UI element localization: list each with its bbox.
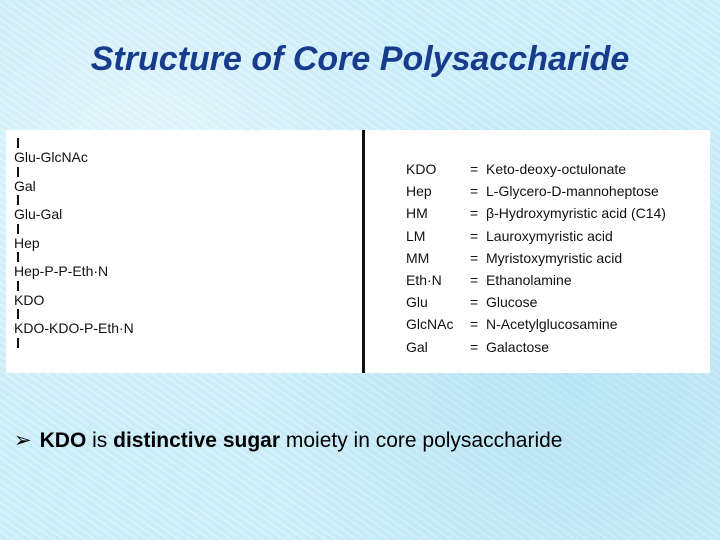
legend-meaning: L-Glycero-D-mannoheptose: [486, 183, 659, 200]
legend-equals: =: [470, 183, 479, 200]
legend-abbr: MM: [406, 249, 430, 266]
legend-abbr: HM: [406, 205, 428, 222]
legend-equals: =: [470, 161, 479, 177]
chain-unit: KDO-KDO-P-Eth·N: [14, 320, 134, 336]
bond-line: [17, 195, 19, 205]
legend-equals: =: [470, 249, 479, 266]
legend-abbr: Eth·N: [406, 271, 442, 288]
figure-divider: [362, 130, 365, 373]
chain-unit: Gal: [14, 177, 36, 194]
legend-row: Eth·N = Ethanolamine: [406, 272, 706, 294]
bond-line: [17, 138, 19, 148]
chain-unit: Hep-P-P-Eth·N: [14, 263, 109, 279]
legend-equals: =: [470, 271, 479, 288]
legend-equals: =: [470, 338, 479, 355]
bullet-point: ➢ KDO is distinctive sugar moiety in core…: [14, 428, 714, 453]
legend-row: KDO = Keto-deoxy-octulonate: [406, 161, 706, 183]
core-polysaccharide-figure: Glu-GlcNAc Gal Glu-Gal Hep Hep-P-P-Eth·N…: [6, 130, 710, 373]
legend-abbr: KDO: [406, 161, 437, 177]
legend-row: Gal = Galactose: [406, 339, 706, 361]
legend-row: LM = Lauroxymyristic acid: [406, 228, 706, 250]
chain-unit: KDO: [14, 291, 45, 308]
bond-line: [17, 252, 19, 262]
arrow-bullet-icon: ➢: [14, 429, 32, 452]
bond-line: [17, 309, 19, 319]
legend-row: GlcNAc = N-Acetylglucosamine: [406, 316, 706, 338]
chain-row: [14, 337, 354, 367]
legend-abbr: Glu: [406, 294, 428, 311]
sugar-chain-diagram: Glu-GlcNAc Gal Glu-Gal Hep Hep-P-P-Eth·N…: [14, 138, 354, 366]
legend-equals: =: [470, 294, 479, 311]
legend-row: Glu = Glucose: [406, 294, 706, 316]
chain-row: Gal: [14, 166, 354, 196]
legend-meaning: β-Hydroxymyristic acid (C14): [486, 205, 666, 222]
bond-line: [17, 337, 19, 348]
chain-unit: Glu-Gal: [14, 206, 63, 222]
bullet-text: is: [86, 429, 114, 452]
legend-equals: =: [470, 227, 479, 244]
bullet-keyword-kdo: KDO: [39, 429, 87, 452]
legend-row: HM = β-Hydroxymyristic acid (C14): [406, 205, 706, 227]
legend-abbr: Hep: [406, 183, 432, 200]
chain-unit: Glu-GlcNAc: [14, 149, 88, 165]
legend-abbr: Gal: [406, 338, 428, 355]
legend-meaning: Galactose: [486, 338, 550, 355]
bond-line: [17, 223, 19, 234]
legend-meaning: Keto-deoxy-octulonate: [486, 161, 627, 177]
legend-equals: =: [470, 205, 479, 222]
legend-meaning: N-Acetylglucosamine: [486, 316, 618, 333]
chain-row: KDO-KDO-P-Eth·N: [14, 309, 354, 338]
legend-equals: =: [470, 316, 479, 333]
bullet-text-end: moiety in core polysaccharide: [280, 429, 563, 452]
chain-row: KDO: [14, 280, 354, 310]
legend-abbr: LM: [406, 227, 426, 244]
bullet-keyword-sugar: distinctive sugar: [113, 429, 281, 452]
slide-title: Structure of Core Polysaccharide: [90, 40, 630, 78]
abbreviation-legend: KDO = Keto-deoxy-octulonate Hep = L-Glycero-…: [406, 161, 706, 361]
legend-meaning: Lauroxymyristic acid: [486, 227, 613, 244]
bond-line: [17, 166, 19, 177]
chain-row: Hep: [14, 223, 354, 253]
legend-meaning: Glucose: [486, 294, 538, 311]
legend-row: MM = Myristoxymyristic acid: [406, 250, 706, 272]
chain-row: Glu-Gal: [14, 195, 354, 224]
bond-line: [17, 280, 19, 291]
chain-row: Hep-P-P-Eth·N: [14, 252, 354, 281]
chain-unit: Hep: [14, 234, 40, 251]
legend-row: Hep = L-Glycero-D-mannoheptose: [406, 183, 706, 205]
legend-abbr: GlcNAc: [406, 316, 454, 333]
legend-meaning: Ethanolamine: [486, 271, 572, 288]
chain-row: Glu-GlcNAc: [14, 138, 354, 167]
legend-meaning: Myristoxymyristic acid: [486, 249, 623, 266]
